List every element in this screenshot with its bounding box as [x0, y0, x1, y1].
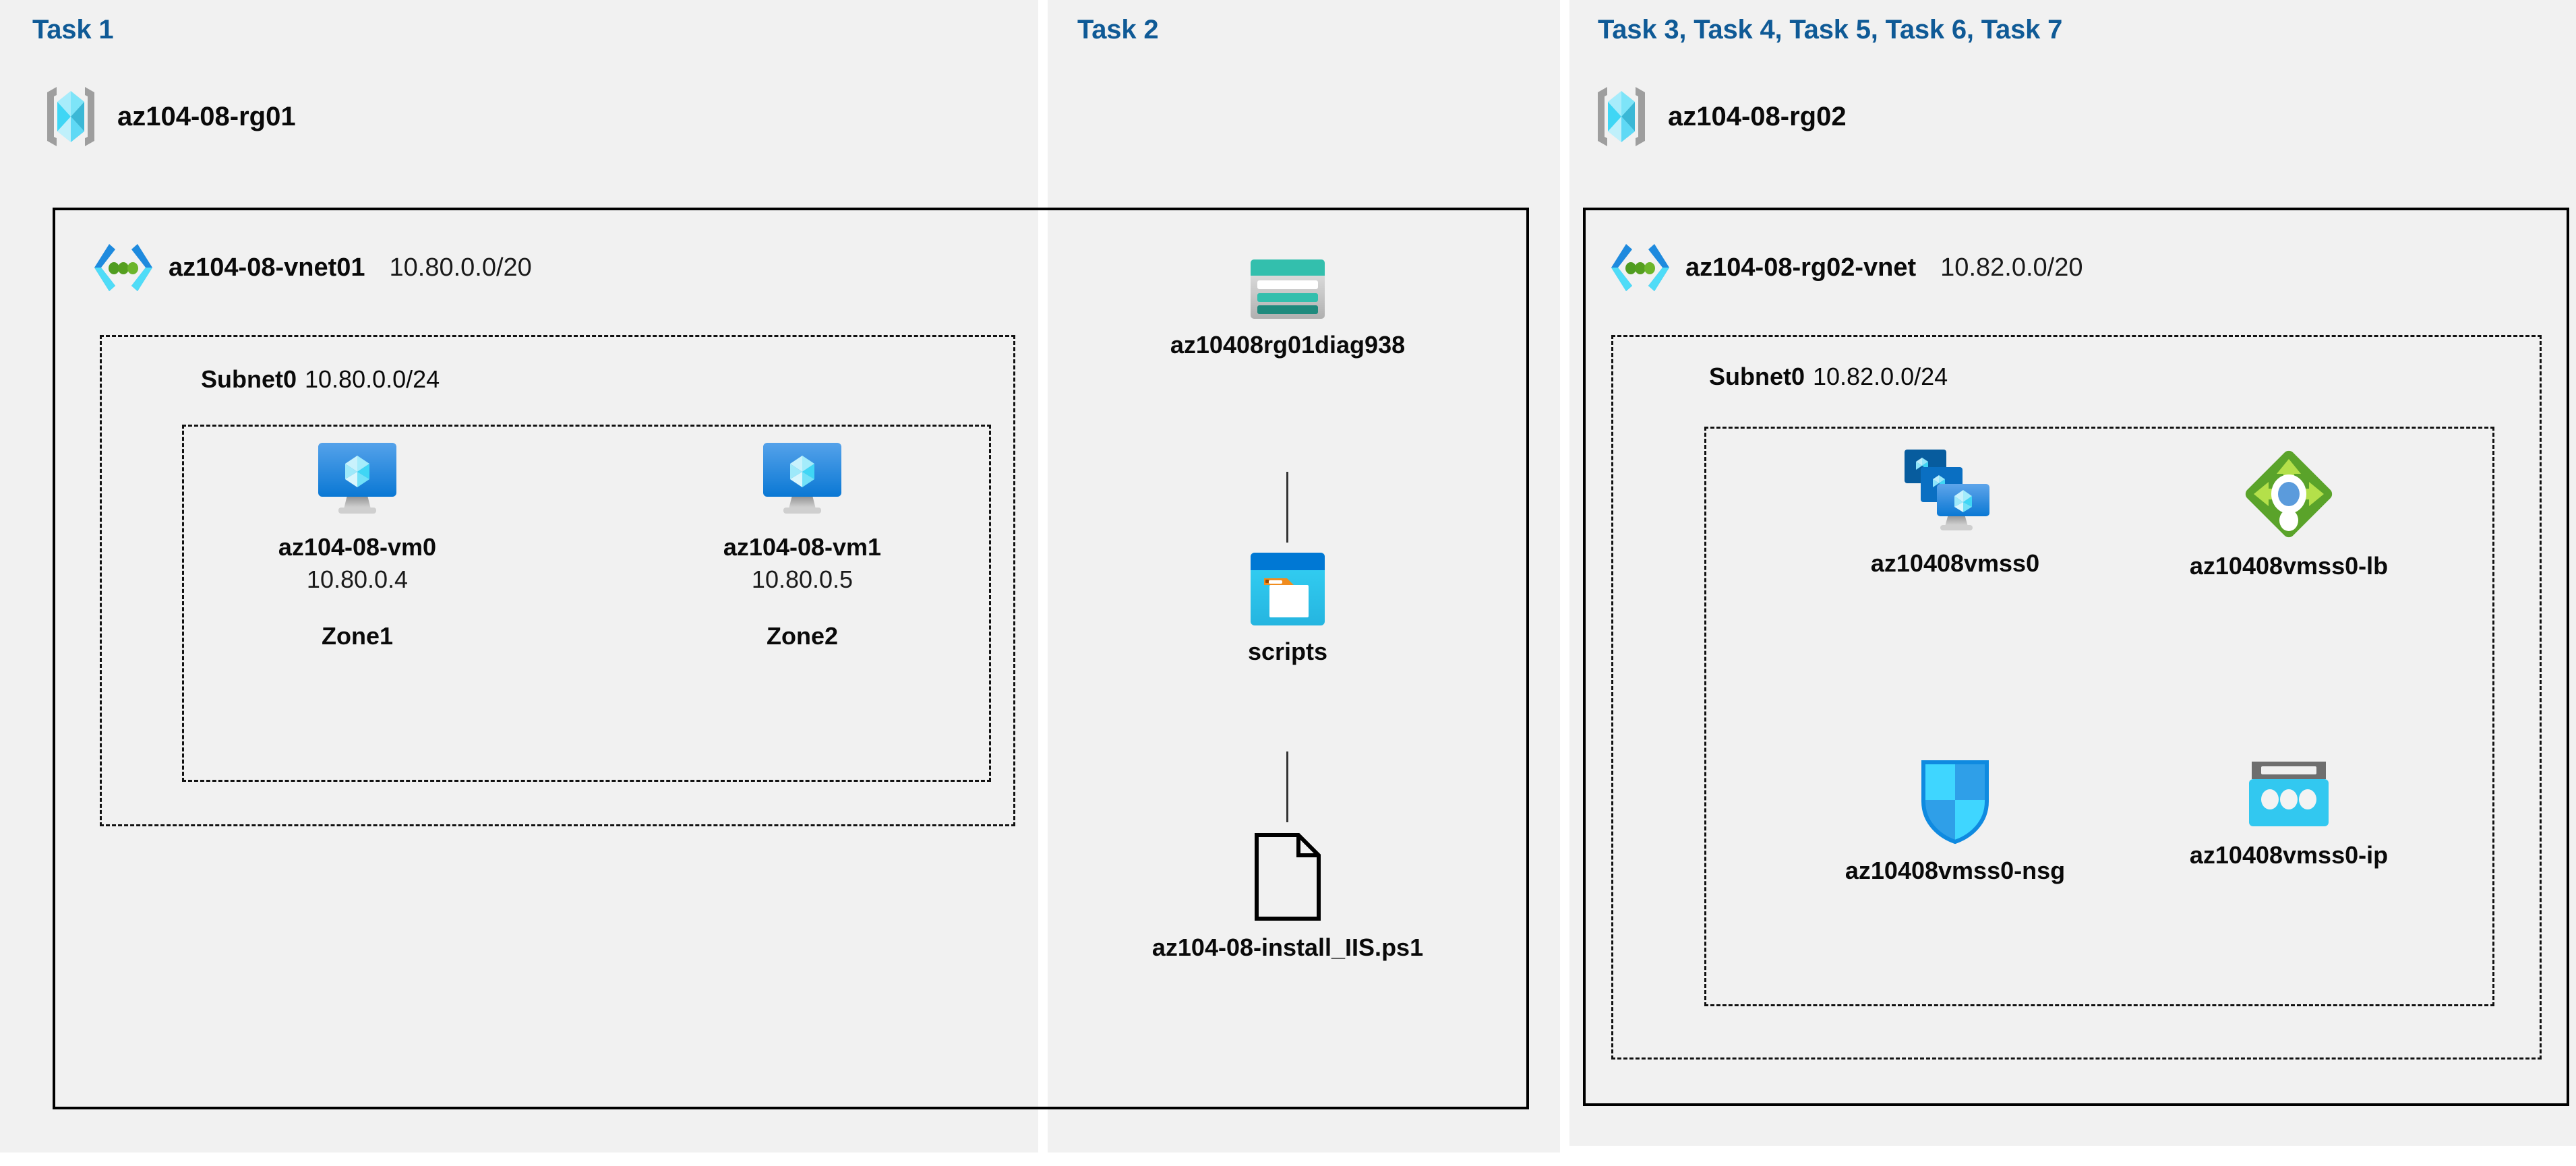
vm-ip: 10.80.0.4 [306, 565, 409, 593]
vnet-name: az104-08-rg02-vnet [1685, 253, 1917, 282]
connector-storage-to-container [1286, 472, 1288, 543]
subnet-boundary-task1 [100, 335, 1015, 826]
virtual-machine-icon [762, 441, 843, 521]
vm-scale-set-name: az10408vmss0 [1870, 549, 2040, 577]
vnet-cidr: 10.80.0.0/20 [389, 253, 532, 282]
blob-container-node: scripts [1146, 553, 1429, 666]
load-balancer-name: az10408vmss0-lb [2189, 552, 2389, 580]
vnet-header-rg02-vnet: az104-08-rg02-vnet 10.82.0.0/20 [1610, 241, 2083, 294]
load-balancer-icon [2243, 448, 2335, 540]
subnet-cidr: 10.80.0.0/24 [305, 365, 440, 393]
vnet-boundary-vnet01 [53, 208, 1529, 1109]
zone-group-boundary [182, 425, 991, 782]
resource-group-boundary-task3 [1704, 427, 2494, 1006]
task2-heading: Task 2 [1077, 15, 1159, 44]
public-ip-address-node: az10408vmss0-ip [2147, 762, 2430, 869]
vm-zone: Zone1 [321, 622, 393, 650]
load-balancer-node: az10408vmss0-lb [2147, 448, 2430, 580]
vnet-cidr: 10.82.0.0/20 [1940, 253, 2083, 282]
task3-heading: Task 3, Task 4, Task 5, Task 6, Task 7 [1598, 15, 2063, 44]
vm-name: az104-08-vm1 [723, 533, 882, 561]
file-node: az104-08-install_IIS.ps1 [1146, 832, 1429, 962]
resource-group-name: az104-08-rg02 [1668, 101, 1847, 131]
vm-name: az104-08-vm0 [278, 533, 437, 561]
vm-zone: Zone2 [766, 622, 838, 650]
resource-group-name: az104-08-rg01 [117, 101, 296, 131]
vnet-header-vnet01: az104-08-vnet01 10.80.0.0/20 [93, 241, 532, 294]
task3-panel [1569, 0, 2576, 1146]
subnet-name: Subnet0 [1709, 363, 1805, 390]
task1-heading: Task 1 [32, 15, 114, 44]
public-ip-address-icon [2249, 762, 2329, 829]
subnet-label-task1: Subnet0 10.80.0.0/24 [201, 365, 440, 394]
vm-node-vm1: az104-08-vm1 10.80.0.5 Zone2 [715, 441, 890, 650]
storage-account-icon [1251, 259, 1325, 319]
subnet-boundary-task3 [1611, 335, 2542, 1060]
file-name: az104-08-install_IIS.ps1 [1151, 933, 1424, 961]
public-ip-address-name: az10408vmss0-ip [2189, 841, 2389, 869]
subnet-label-task3: Subnet0 10.82.0.0/24 [1709, 363, 1948, 391]
resource-group-icon [1592, 84, 1650, 149]
vm-ip: 10.80.0.5 [751, 565, 853, 593]
storage-account-node: az10408rg01diag938 [1146, 259, 1429, 359]
file-icon [1253, 832, 1323, 921]
resource-group-icon [42, 84, 100, 149]
subnet-name: Subnet0 [201, 365, 297, 393]
vnet-boundary-rg02-vnet [1583, 208, 2569, 1106]
vnet-name: az104-08-vnet01 [169, 253, 365, 282]
virtual-network-icon [1610, 241, 1671, 294]
resource-group-rg01: az104-08-rg01 [42, 84, 296, 149]
network-security-group-node: az10408vmss0-nsg [1814, 758, 2097, 885]
subnet-cidr: 10.82.0.0/24 [1813, 363, 1948, 390]
blob-container-icon [1251, 553, 1325, 625]
virtual-network-icon [93, 241, 154, 294]
virtual-machine-icon [317, 441, 398, 521]
vm-scale-set-node: az10408vmss0 [1814, 448, 2097, 578]
network-security-group-icon [1919, 758, 1991, 845]
task1-panel [0, 0, 1038, 1153]
network-security-group-name: az10408vmss0-nsg [1845, 857, 2066, 884]
resource-group-rg02: az104-08-rg02 [1592, 84, 1847, 149]
blob-container-name: scripts [1247, 638, 1328, 665]
storage-account-name: az10408rg01diag938 [1170, 331, 1406, 359]
vm-node-vm0: az104-08-vm0 10.80.0.4 Zone1 [270, 441, 445, 650]
vm-scale-set-icon [1905, 448, 2006, 537]
connector-container-to-file [1286, 751, 1288, 822]
